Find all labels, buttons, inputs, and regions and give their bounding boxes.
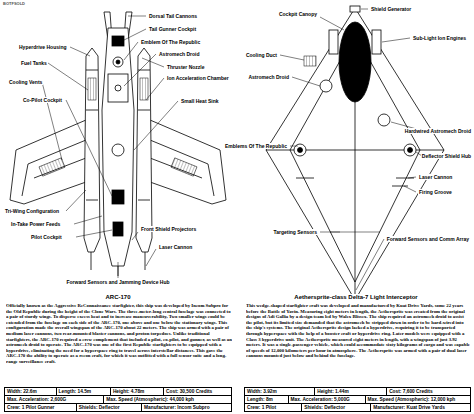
part-label: Tri-Wing Configuration [4, 208, 60, 214]
table-cell: Manufacturer: Incom Subpro [142, 404, 231, 411]
part-label: Targeting Sensors [272, 229, 318, 235]
part-label: Tail Gunner Cockpit [148, 26, 197, 32]
table-row: Width: 22.6mLength: 14.5mHeight: 4.78mCo… [5, 388, 231, 396]
table-cell: Width: 22.6m [5, 388, 57, 395]
part-label: Astromech Droid [247, 74, 290, 80]
ship-title: Aethersprite-class Delta-7 Light Interce… [294, 294, 417, 301]
part-label: Cooling Vents [8, 79, 43, 85]
table-cell: Max. Speed (Atmospheric): 12,000 kph [366, 396, 470, 403]
watermark: BOTFSOLD [2, 1, 26, 7]
table-cell: Length: 14.5m [57, 388, 111, 395]
part-label: Front Shield Projectors [140, 226, 197, 232]
table-cell: Crew: 1 Pilot [245, 404, 302, 411]
description-text: Officially known as the Aggressive ReCon… [6, 303, 232, 386]
part-label: Emblems Of The Republic [224, 143, 288, 149]
description-text: This wedge-shaped starfighter craft was … [246, 303, 470, 386]
part-label: Emblem Of The Republic [140, 39, 201, 45]
table-cell: Shields: Deflector [302, 404, 371, 411]
table-cell: Manufacturer: Kuat Drive Yards [371, 404, 470, 411]
part-label: Pilot Cockpit [30, 234, 63, 240]
table-cell: Crew: 1 Pilot Gunner [5, 404, 77, 411]
table-cell: Width: 3.92m [245, 388, 315, 395]
part-label: Sub-Light Ion Engines [412, 35, 467, 41]
part-label: Fuel Tanks [20, 60, 48, 66]
table-cell: Length: 8m [245, 396, 289, 403]
table-cell: Cost: 7,600 Credits [387, 388, 470, 395]
table-cell: Max. Acceleration: 2,600G [5, 396, 104, 403]
ship-title: ARC-170 [105, 294, 130, 301]
part-label: Shield Generator [370, 6, 412, 12]
part-label: Thruster Nozzle [166, 64, 206, 70]
table-row: Crew: 1 PilotShields: DeflectorManufactu… [245, 404, 470, 411]
part-label: In-Take Power Feeds [10, 221, 61, 227]
part-label: Small Heat Sink [180, 98, 220, 104]
part-label: Dorsal Tail Cannons [148, 13, 198, 19]
table-cell: Max. Acceleration: 5,000G [289, 396, 366, 403]
part-label: Hyperdrive Housing [18, 44, 68, 50]
part-label: Ion Acceleration Chamber [166, 75, 230, 81]
part-label: Laser Cannon [158, 244, 193, 250]
part-label: Co-Pilot Cockpit [22, 97, 63, 103]
part-label: Forward Sensors and Comm Array [386, 236, 470, 242]
part-label: Cockpit Canopy [278, 11, 318, 17]
part-label: Astromech Droid [158, 51, 201, 57]
part-label: Hardwired Astromech Droid [404, 128, 472, 134]
table-cell: Height: 1.44m [315, 388, 387, 395]
table-cell: Height: 4.78m [111, 388, 164, 395]
table-cell: Cost: 30,500 Credits [164, 388, 231, 395]
part-label: Deflector Shield Hub [421, 153, 472, 159]
part-label: Forward Sensors and Jamming Device Hub [65, 279, 170, 285]
table-row: Max. Acceleration: 2,600GMax. Speed (Atm… [5, 396, 231, 404]
table-cell: Max. Speed (Atmospheric): 44,000 kph [104, 396, 231, 403]
part-label: Firing Groove [418, 189, 453, 195]
table-row: Length: 8mMax. Acceleration: 5,000GMax. … [245, 396, 470, 404]
part-label: Cooling Duct [245, 52, 278, 58]
table-cell: Shields: Deflector [77, 404, 142, 411]
table-row: Width: 3.92mHeight: 1.44mCost: 7,600 Cre… [245, 388, 470, 396]
stats-table: Width: 3.92mHeight: 1.44mCost: 7,600 Cre… [244, 387, 471, 412]
table-row: Crew: 1 Pilot GunnerShields: DeflectorMa… [5, 404, 231, 411]
part-label: Laser Cannon [418, 174, 453, 180]
stats-table: Width: 22.6mLength: 14.5mHeight: 4.78mCo… [4, 387, 232, 412]
